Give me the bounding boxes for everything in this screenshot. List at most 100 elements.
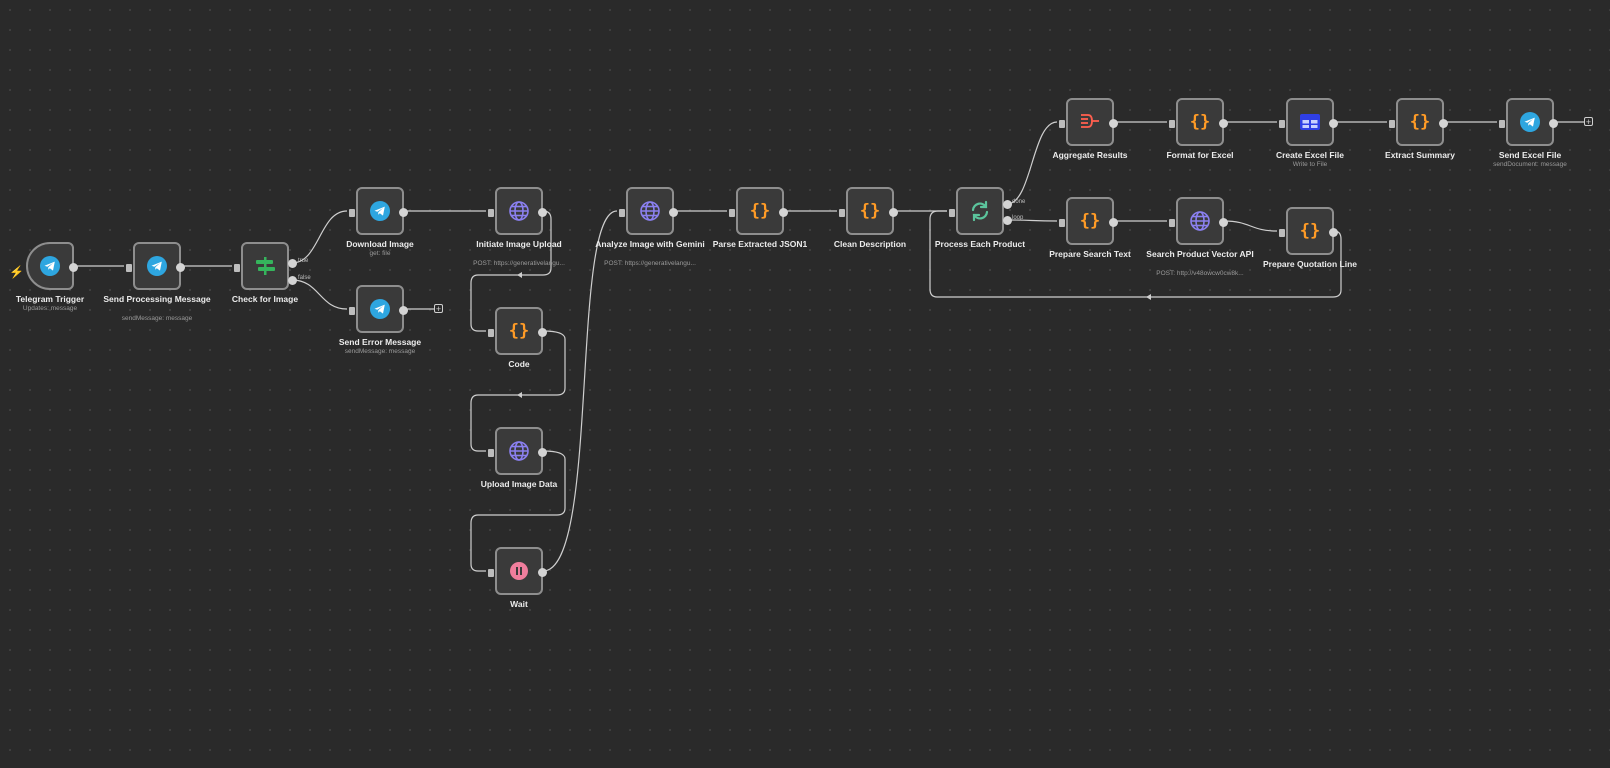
input-port[interactable] xyxy=(488,329,494,337)
connection-loop-search[interactable] xyxy=(1006,219,1058,222)
input-port[interactable] xyxy=(729,209,735,217)
output-port[interactable] xyxy=(538,568,547,577)
input-port[interactable] xyxy=(488,209,494,217)
loop-output-port[interactable] xyxy=(1003,216,1012,225)
output-port[interactable] xyxy=(1109,218,1118,227)
node-create-excel[interactable] xyxy=(1279,98,1338,146)
node-aggregate-results[interactable] xyxy=(1059,98,1118,146)
output-port[interactable] xyxy=(399,306,408,315)
false-branch-label: false xyxy=(298,275,311,281)
node-send-processing[interactable] xyxy=(126,242,185,290)
globe-icon xyxy=(1189,210,1211,232)
done-output-port[interactable] xyxy=(1003,200,1012,209)
node-subtitle: get: file xyxy=(369,250,391,257)
node-format-excel[interactable]: {} xyxy=(1169,98,1228,146)
input-port[interactable] xyxy=(949,209,955,217)
output-port[interactable] xyxy=(1109,119,1118,128)
output-port[interactable] xyxy=(1439,119,1448,128)
code-braces-icon: {} xyxy=(1078,210,1102,232)
node-send-error[interactable] xyxy=(349,285,408,333)
input-port[interactable] xyxy=(1059,120,1065,128)
output-port[interactable] xyxy=(1329,119,1338,128)
node-process-each[interactable] xyxy=(949,187,1004,235)
input-port[interactable] xyxy=(1059,219,1065,227)
node-label: Format for Excel xyxy=(1166,150,1234,160)
node-prepare-quotation[interactable]: {} xyxy=(1279,207,1338,255)
input-port[interactable] xyxy=(839,209,845,217)
loop-branch-label: loop xyxy=(1012,215,1024,221)
output-port[interactable] xyxy=(176,263,185,272)
connection-upload-wait[interactable] xyxy=(470,450,566,572)
add-node-after-send-excel-button[interactable]: + xyxy=(1584,117,1593,127)
output-port[interactable] xyxy=(1219,218,1228,227)
connection-code-upload[interactable] xyxy=(470,330,566,452)
output-port[interactable] xyxy=(1219,119,1228,128)
input-port[interactable] xyxy=(1499,120,1505,128)
input-port[interactable] xyxy=(234,264,240,272)
node-label: Code xyxy=(508,359,530,369)
node-parse-json[interactable]: {} xyxy=(729,187,788,235)
output-port[interactable] xyxy=(889,208,898,217)
input-port[interactable] xyxy=(488,449,494,457)
node-search-vector[interactable] xyxy=(1169,197,1228,245)
output-port[interactable] xyxy=(538,328,547,337)
connection-quotation-process[interactable] xyxy=(929,210,1342,298)
add-node-after-error-button[interactable]: + xyxy=(434,304,443,314)
node-extract-summary[interactable]: {} xyxy=(1389,98,1448,146)
input-port[interactable] xyxy=(1279,229,1285,237)
input-port[interactable] xyxy=(1389,120,1395,128)
input-port[interactable] xyxy=(349,307,355,315)
node-label: Wait xyxy=(510,599,528,609)
node-upload-image-data[interactable] xyxy=(488,427,547,475)
input-port[interactable] xyxy=(619,209,625,217)
output-port[interactable] xyxy=(1329,228,1338,237)
node-label: Extract Summary xyxy=(1385,150,1455,160)
connection-vector-quotation[interactable] xyxy=(1223,220,1278,232)
flow-arrow xyxy=(1146,294,1151,300)
input-port[interactable] xyxy=(1169,120,1175,128)
node-label: Send Excel File xyxy=(1498,150,1562,160)
node-analyze-image[interactable] xyxy=(619,187,678,235)
input-port[interactable] xyxy=(126,264,132,272)
connection-false-error[interactable] xyxy=(291,279,348,310)
node-download-image[interactable] xyxy=(349,187,408,235)
node-send-excel[interactable] xyxy=(1499,98,1558,146)
output-port[interactable] xyxy=(538,448,547,457)
connection-true-download[interactable] xyxy=(291,210,348,264)
node-initiate-upload[interactable] xyxy=(488,187,547,235)
output-port[interactable] xyxy=(69,263,78,272)
node-prepare-search[interactable]: {} xyxy=(1059,197,1118,245)
node-wait[interactable] xyxy=(488,547,547,595)
connection-initiate-code[interactable] xyxy=(470,210,552,332)
false-output-port[interactable] xyxy=(288,276,297,285)
connection-wait-analyze[interactable] xyxy=(542,210,618,572)
node-label: Parse Extracted JSON1 xyxy=(712,239,808,249)
trigger-bolt-icon: ⚡ xyxy=(9,265,24,279)
output-port[interactable] xyxy=(669,208,678,217)
output-port[interactable] xyxy=(1549,119,1558,128)
output-port[interactable] xyxy=(779,208,788,217)
node-label: Send Error Message xyxy=(338,337,422,347)
node-subtitle: sendDocument: message xyxy=(1493,161,1567,168)
node-label: Download Image xyxy=(346,239,414,249)
node-check-image[interactable] xyxy=(234,242,289,290)
telegram-icon xyxy=(39,255,61,277)
input-port[interactable] xyxy=(1279,120,1285,128)
node-code[interactable]: {} xyxy=(488,307,547,355)
code-braces-icon: {} xyxy=(1188,111,1212,133)
input-port[interactable] xyxy=(1169,219,1175,227)
node-telegram-trigger[interactable] xyxy=(26,242,78,290)
output-port[interactable] xyxy=(399,208,408,217)
input-port[interactable] xyxy=(349,209,355,217)
node-label: Process Each Product xyxy=(934,239,1026,249)
connection-done-aggregate[interactable] xyxy=(1006,121,1058,205)
output-port[interactable] xyxy=(538,208,547,217)
node-label: Upload Image Data xyxy=(480,479,558,489)
input-port[interactable] xyxy=(488,569,494,577)
true-output-port[interactable] xyxy=(288,259,297,268)
node-clean-description[interactable]: {} xyxy=(839,187,898,235)
node-subtitle: POST: https://generativelangu... xyxy=(604,260,696,267)
svg-text:{}: {} xyxy=(1080,211,1100,231)
